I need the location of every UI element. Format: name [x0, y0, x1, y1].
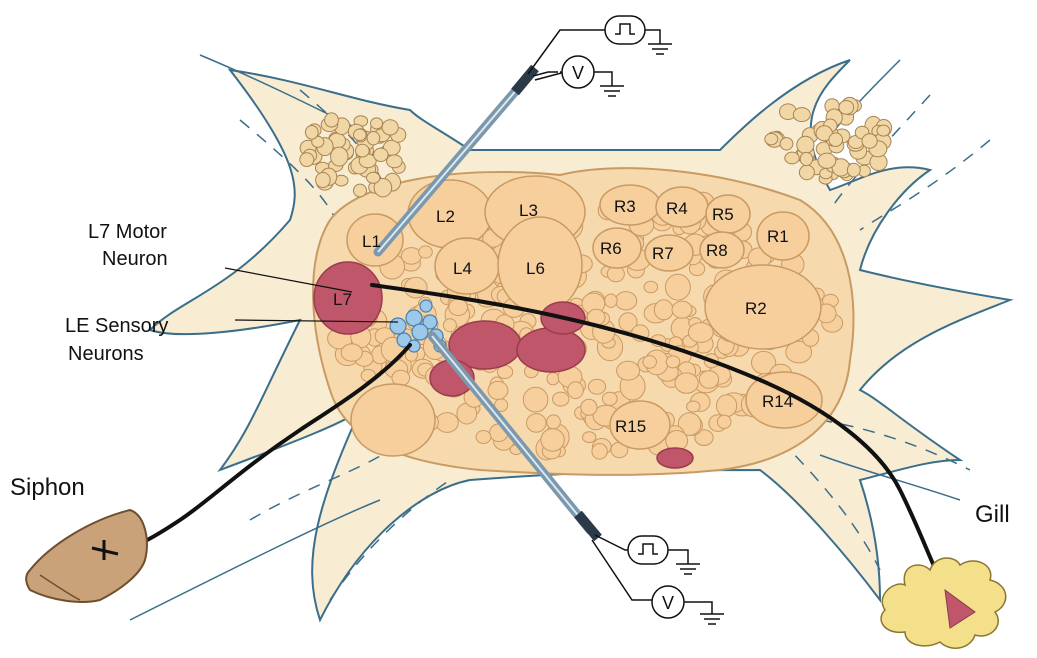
- small-cell: [793, 108, 810, 122]
- small-cell: [800, 152, 812, 165]
- small-cell: [672, 301, 692, 318]
- label-R8: R8: [706, 241, 728, 260]
- siphon-label: Siphon: [10, 474, 85, 501]
- label-R2: R2: [745, 299, 767, 318]
- label-L3: L3: [519, 201, 538, 220]
- small-cell: [401, 248, 421, 265]
- small-cell: [818, 153, 836, 168]
- voltmeter-lower-symbol: V: [662, 593, 674, 613]
- neuron-unlabeled-large: [351, 384, 435, 456]
- small-cell: [666, 356, 680, 368]
- label-L2: L2: [436, 207, 455, 226]
- label-R4: R4: [666, 199, 688, 218]
- label-L6: L6: [526, 259, 545, 278]
- small-cell: [553, 392, 569, 406]
- label-R15: R15: [615, 417, 646, 436]
- small-cell: [527, 414, 547, 433]
- small-cell: [523, 387, 548, 412]
- small-cell: [488, 381, 508, 399]
- small-cell: [717, 395, 737, 417]
- small-cell: [449, 299, 468, 316]
- gill-organ: [881, 558, 1006, 648]
- small-cell: [688, 323, 713, 343]
- voltmeter-upper-symbol: V: [572, 63, 584, 83]
- label-R6: R6: [600, 239, 622, 258]
- small-cell: [617, 361, 640, 380]
- small-cell: [797, 136, 814, 153]
- small-cell: [547, 373, 559, 385]
- small-cell: [354, 129, 367, 141]
- pink-cell-2: [517, 328, 585, 372]
- small-cell: [877, 125, 890, 136]
- small-cell: [687, 401, 700, 412]
- small-cell: [829, 133, 843, 147]
- label-R5: R5: [712, 205, 734, 224]
- small-cell: [354, 184, 367, 197]
- small-cell: [547, 415, 561, 429]
- pulse-generator-lower: [628, 536, 668, 564]
- small-cell: [541, 429, 564, 452]
- label-L1: L1: [362, 232, 381, 251]
- small-cell: [325, 113, 339, 127]
- label-L7: L7: [333, 290, 352, 309]
- small-cell: [443, 319, 456, 332]
- pink-cell-5: [657, 448, 693, 468]
- small-cell: [581, 399, 597, 415]
- small-cell: [799, 165, 814, 180]
- small-cell: [862, 134, 877, 148]
- label-L4: L4: [453, 259, 472, 278]
- small-cell: [602, 392, 617, 405]
- small-cell: [374, 148, 388, 161]
- gill-label: Gill: [975, 501, 1010, 528]
- small-cell: [367, 172, 380, 183]
- small-cell: [785, 152, 799, 164]
- small-cell: [436, 413, 458, 433]
- small-cell: [847, 163, 860, 177]
- label-R3: R3: [614, 197, 636, 216]
- siphon-organ: [26, 510, 147, 602]
- upper-recording-circuit: [528, 16, 672, 96]
- small-cell: [583, 432, 596, 443]
- small-cell: [341, 344, 362, 361]
- small-cell: [644, 281, 658, 293]
- small-cell: [605, 294, 617, 307]
- small-cell: [588, 379, 605, 394]
- small-cell: [568, 382, 584, 399]
- small-cell: [371, 118, 383, 129]
- small-cell: [717, 415, 731, 428]
- small-cell: [331, 147, 348, 166]
- small-cell: [405, 277, 428, 298]
- label-R14: R14: [762, 392, 793, 411]
- small-cell: [675, 373, 698, 393]
- lower-recording-circuit: [592, 535, 724, 624]
- small-cell: [476, 431, 491, 444]
- sensory-neurons-label-line2: Neurons: [68, 343, 144, 365]
- small-cell: [300, 153, 314, 167]
- small-cell: [839, 101, 854, 115]
- small-cell: [615, 292, 636, 310]
- label-R1: R1: [767, 227, 789, 246]
- small-cell: [780, 138, 793, 150]
- small-cell: [356, 144, 370, 157]
- small-cell: [382, 120, 398, 135]
- sensory-neurons-label-line1: LE Sensory: [65, 315, 168, 337]
- small-cell: [643, 356, 657, 369]
- small-cell: [419, 246, 433, 258]
- pulse-generator-upper: [605, 16, 645, 44]
- label-R7: R7: [652, 244, 674, 263]
- motor-neuron-label-line2: Neuron: [102, 248, 168, 270]
- motor-neuron-label-line1: L7 Motor: [88, 221, 167, 243]
- small-cell: [592, 444, 607, 460]
- small-cell: [305, 126, 318, 140]
- small-cell: [367, 132, 380, 145]
- small-cell: [387, 155, 403, 168]
- small-cell: [665, 274, 690, 300]
- small-cell: [765, 133, 778, 144]
- small-cell: [699, 371, 718, 389]
- small-cell: [654, 300, 673, 320]
- small-cell: [316, 173, 331, 188]
